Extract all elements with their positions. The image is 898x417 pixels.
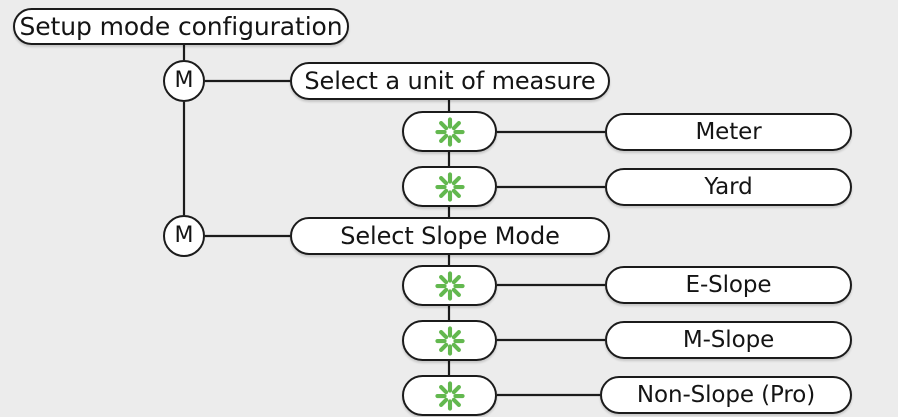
- m-button-label-2: M: [174, 223, 194, 248]
- green-burst-icon: [434, 116, 465, 147]
- option-node-meter[interactable]: Meter: [605, 113, 852, 151]
- m-button-label-1: M: [174, 68, 194, 93]
- diagram-title-node: Setup mode configuration: [13, 8, 349, 45]
- option-label: Non-Slope (Pro): [636, 381, 816, 408]
- branch-prompt-unit-of-measure: Select a unit of measure: [290, 62, 610, 100]
- m-button-node-2[interactable]: M: [163, 215, 205, 257]
- green-burst-icon: [434, 325, 465, 356]
- burst-pill-1[interactable]: [402, 111, 497, 152]
- option-label: E-Slope: [685, 271, 772, 298]
- burst-pill-3[interactable]: [402, 265, 497, 306]
- burst-pill-2[interactable]: [402, 166, 497, 207]
- branch-prompt-slope-mode: Select Slope Mode: [290, 217, 610, 255]
- green-burst-icon: [434, 270, 465, 301]
- option-label: Yard: [704, 173, 753, 200]
- burst-pill-4[interactable]: [402, 320, 497, 361]
- option-node-m-slope[interactable]: M-Slope: [605, 321, 852, 359]
- page-title: Setup mode configuration: [19, 12, 343, 41]
- branch-prompt-label-1: Select a unit of measure: [304, 67, 596, 95]
- m-button-node-1[interactable]: M: [163, 60, 205, 102]
- green-burst-icon: [434, 171, 465, 202]
- branch-prompt-label-2: Select Slope Mode: [340, 222, 560, 250]
- green-burst-icon: [434, 380, 465, 411]
- option-label: M-Slope: [682, 326, 775, 353]
- option-node-e-slope[interactable]: E-Slope: [605, 266, 852, 304]
- burst-pill-5[interactable]: [402, 375, 497, 416]
- option-node-yard[interactable]: Yard: [605, 168, 852, 206]
- option-label: Meter: [695, 118, 762, 145]
- option-node-non-slope-pro[interactable]: Non-Slope (Pro): [600, 376, 852, 414]
